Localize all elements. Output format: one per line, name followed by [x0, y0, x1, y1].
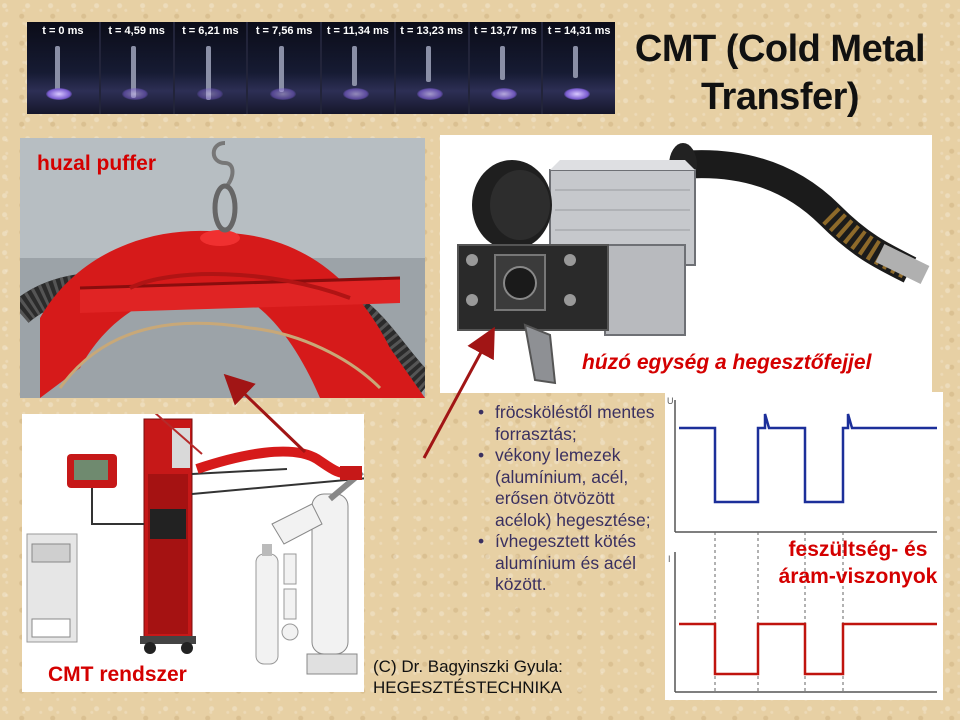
u-axis-label: U [667, 396, 674, 406]
current-trace [679, 622, 937, 676]
bullet-icon: • [478, 402, 485, 422]
frame-time: t = 13,23 ms [400, 25, 463, 37]
page-title: CMT (Cold Metal Transfer) [634, 28, 926, 118]
list-item-text: vékony lemezek (alumínium, acél, erősen … [495, 445, 651, 530]
video-frame: t = 4,59 ms [100, 22, 175, 114]
frame-time: t = 0 ms [42, 25, 84, 37]
list-item: • vékony lemezek (alumínium, acél, erősen… [478, 445, 668, 531]
bullet-icon: • [478, 445, 485, 465]
video-frame: t = 13,77 ms [469, 22, 544, 114]
list-item: • ívhegesztett kötés alumínium és acél kö… [478, 531, 668, 596]
graph-label: feszültség- és áram-viszonyok [778, 538, 938, 588]
video-frame: t = 13,23 ms [395, 22, 470, 114]
cmt-system-label: CMT rendszer [48, 663, 187, 686]
bullet-icon: • [478, 531, 485, 551]
credit-author: (C) Dr. Bagyinszki Gyula: [373, 657, 563, 676]
feature-list: • fröcsköléstől mentes forrasztás; • vékon… [478, 402, 668, 596]
video-frame: t = 6,21 ms [174, 22, 249, 114]
video-frame: t = 11,34 ms [322, 22, 396, 114]
i-axis-label: I [668, 554, 671, 564]
cmt-system-image [22, 414, 364, 692]
voltage-current-graph: U I [665, 392, 943, 700]
pull-unit-torch-image [440, 135, 932, 393]
frame-time: t = 13,77 ms [474, 25, 537, 37]
frame-time: t = 14,31 ms [547, 25, 611, 37]
list-item-text: fröcsköléstől mentes forrasztás; [495, 402, 655, 444]
list-item: • fröcsköléstől mentes forrasztás; [478, 402, 668, 445]
video-frame: t = 7,56 ms [248, 22, 322, 114]
video-frame: t = 0 ms [27, 22, 101, 114]
wire-buffer-label: huzal puffer [37, 152, 156, 175]
pull-unit-caption: húzó egység a hegesztőfejjel [582, 351, 872, 374]
wire-buffer-image [20, 138, 425, 398]
video-frame: t = 14,31 ms [543, 22, 615, 114]
frame-time: t = 6,21 ms [182, 25, 239, 37]
frame-time: t = 7,56 ms [255, 25, 313, 37]
frame-strip: t = 0 ms t = 4,59 ms t = 6,21 ms t = 7,5… [27, 22, 615, 114]
frame-time: t = 11,34 ms [326, 25, 389, 37]
credit-book: HEGESZTÉSTECHNIKA [373, 678, 562, 697]
voltage-trace [679, 413, 937, 504]
list-item-text: ívhegesztett kötés alumínium és acél köz… [495, 531, 637, 594]
credit: (C) Dr. Bagyinszki Gyula: HEGESZTÉSTECHN… [373, 656, 563, 698]
frame-time: t = 4,59 ms [108, 25, 165, 37]
